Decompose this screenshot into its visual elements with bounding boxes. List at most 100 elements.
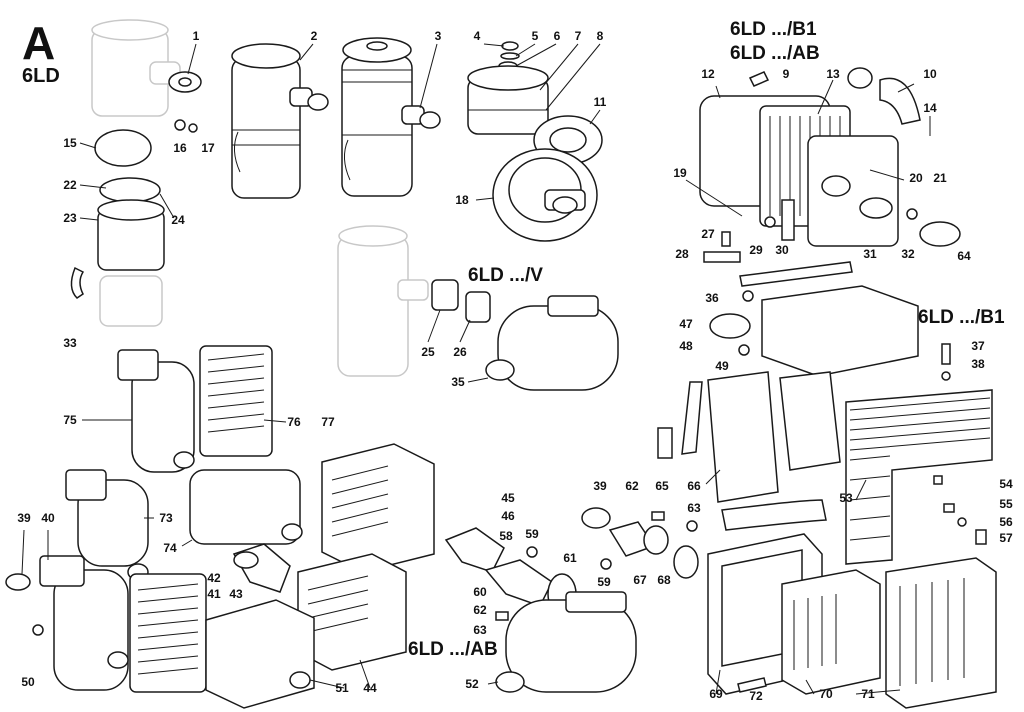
part-number-label: 70 bbox=[819, 687, 833, 701]
silencer-39-50 bbox=[5, 555, 129, 691]
part-number-label: 16 bbox=[173, 141, 187, 155]
air-cleaner-3 bbox=[341, 37, 441, 197]
part-number-label: 75 bbox=[63, 413, 77, 427]
gasket-64 bbox=[919, 221, 961, 247]
cover-stack-4-8 bbox=[467, 41, 549, 135]
air-box-assembly-12-14 bbox=[699, 67, 921, 247]
silencer-52 bbox=[495, 591, 637, 693]
part-number-label: 50 bbox=[21, 675, 35, 689]
ghost-air-cleaner-mid bbox=[337, 225, 429, 377]
part-number-label: 74 bbox=[163, 541, 177, 555]
part-number-label: 63 bbox=[687, 501, 701, 515]
part-number-label: 72 bbox=[749, 689, 763, 703]
part-number-label: 18 bbox=[455, 193, 469, 207]
washer-17 bbox=[188, 123, 198, 133]
leader-lines bbox=[21, 43, 931, 695]
part-number-label: 3 bbox=[434, 29, 442, 43]
silencer-75-76 bbox=[117, 345, 273, 473]
part-number-label: 47 bbox=[679, 317, 693, 331]
part-number-label: 5 bbox=[531, 29, 539, 43]
part-number-label: 21 bbox=[933, 171, 947, 185]
part-number-label: 73 bbox=[159, 511, 173, 525]
part-number-label: 8 bbox=[596, 29, 604, 43]
part-number-label: 24 bbox=[171, 213, 185, 227]
part-number-label: 58 bbox=[499, 529, 513, 543]
variant-label-ab-top: 6LD .../AB bbox=[730, 43, 820, 64]
part-number-label: 23 bbox=[63, 211, 77, 225]
part-number-label: 44 bbox=[363, 681, 377, 695]
air-cleaner-2 bbox=[231, 43, 329, 199]
section-model: 6LD bbox=[22, 65, 60, 87]
part-number-label: 39 bbox=[17, 511, 31, 525]
bracket-31 bbox=[739, 261, 853, 287]
part-number-label: 33 bbox=[63, 336, 77, 350]
part-number-label: 61 bbox=[563, 551, 577, 565]
bolt-57 bbox=[975, 529, 987, 545]
part-number-label: 36 bbox=[705, 291, 719, 305]
cooling-shroud-53 bbox=[845, 389, 993, 565]
part-number-label: 19 bbox=[673, 166, 687, 180]
part-number-label: 9 bbox=[782, 67, 790, 81]
clip-33 bbox=[70, 266, 85, 299]
part-number-label: 48 bbox=[679, 339, 693, 353]
clip-72 bbox=[737, 677, 767, 693]
part-number-label: 57 bbox=[999, 531, 1013, 545]
part-number-label: 4 bbox=[473, 29, 481, 43]
part-number-label: 77 bbox=[321, 415, 335, 429]
gasket-26 bbox=[465, 291, 491, 323]
prefilter-stack bbox=[94, 129, 165, 327]
part-number-label: 54 bbox=[999, 477, 1013, 491]
part-number-label: 64 bbox=[957, 249, 971, 263]
part-number-label: 67 bbox=[633, 573, 647, 587]
flanges-39-68 bbox=[581, 507, 699, 579]
part-number-label: 62 bbox=[473, 603, 487, 617]
washer-29 bbox=[764, 216, 776, 228]
part-number-label: 40 bbox=[41, 511, 55, 525]
part-number-label: 71 bbox=[861, 687, 875, 701]
guard-41 bbox=[129, 573, 207, 693]
part-number-label: 35 bbox=[451, 375, 465, 389]
part-number-label: 59 bbox=[525, 527, 539, 541]
part-number-label: 42 bbox=[207, 571, 221, 585]
part-number-label: 52 bbox=[465, 677, 479, 691]
silencer-35 bbox=[485, 295, 619, 391]
part-number-label: 25 bbox=[421, 345, 435, 359]
part-number-label: 46 bbox=[501, 509, 515, 523]
flange-gasket-part bbox=[168, 71, 202, 93]
part-number-label: 65 bbox=[655, 479, 669, 493]
part-number-label: 66 bbox=[687, 479, 701, 493]
part-number-label: 37 bbox=[971, 339, 985, 353]
clip-55 bbox=[943, 503, 955, 513]
cowl-assembly-47-66 bbox=[681, 285, 919, 531]
part-number-label: 69 bbox=[709, 687, 723, 701]
part-number-label: 10 bbox=[923, 67, 937, 81]
part-number-label: 2 bbox=[310, 29, 318, 43]
nut-21 bbox=[906, 208, 918, 220]
part-number-label: 7 bbox=[574, 29, 582, 43]
part-number-label: 76 bbox=[287, 415, 301, 429]
silencer-71 bbox=[885, 557, 997, 709]
part-number-label: 15 bbox=[63, 136, 77, 150]
exhaust-elbow-42-43 bbox=[232, 543, 291, 593]
filter-element-11 bbox=[533, 115, 603, 165]
washer-56 bbox=[957, 517, 967, 527]
part-number-label: 51 bbox=[335, 681, 349, 695]
part-number-label: 49 bbox=[715, 359, 729, 373]
bolt-37 bbox=[941, 343, 951, 365]
part-number-label: 62 bbox=[625, 479, 639, 493]
part-number-label: 45 bbox=[501, 491, 515, 505]
washer-38 bbox=[941, 371, 951, 381]
ghost-air-cleaner-top bbox=[91, 19, 181, 117]
variant-label-b1-right: 6LD .../B1 bbox=[918, 307, 1005, 328]
part-number-label: 20 bbox=[909, 171, 923, 185]
part-number-label: 63 bbox=[473, 623, 487, 637]
part-number-label: 38 bbox=[971, 357, 985, 371]
silencer-box-74 bbox=[189, 469, 303, 545]
part-number-label: 39 bbox=[593, 479, 607, 493]
section-letter: A bbox=[22, 17, 56, 69]
part-number-label: 11 bbox=[593, 95, 607, 109]
part-number-label: 29 bbox=[749, 243, 763, 257]
part-number-label: 28 bbox=[675, 247, 689, 261]
